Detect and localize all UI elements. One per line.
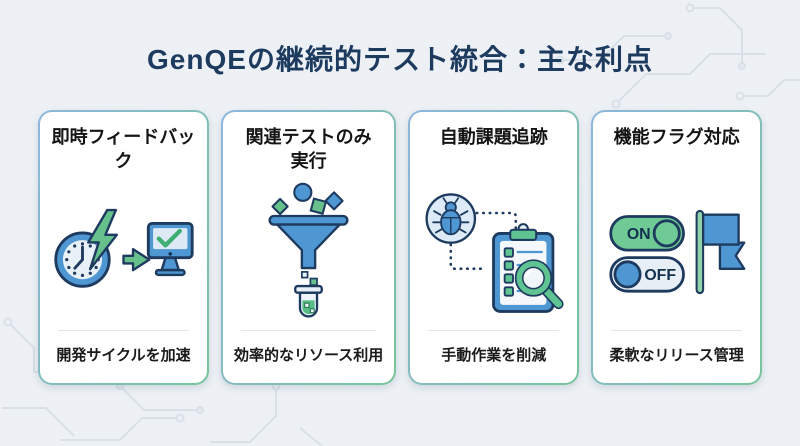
card-title: 機能フラグ対応 bbox=[613, 127, 740, 147]
card-title: 自動課題追跡 bbox=[439, 127, 548, 147]
card-divider bbox=[428, 330, 560, 331]
bug-clipboard-magnifier-icon bbox=[421, 174, 566, 330]
toggle-on-label: ON bbox=[626, 226, 650, 243]
benefit-card-issue-tracking: 自動課題追跡 bbox=[408, 110, 580, 385]
card-benefit: 効率的なリソース利用 bbox=[234, 347, 384, 364]
card-divider bbox=[241, 330, 377, 331]
card-benefit: 柔軟なリリース管理 bbox=[609, 347, 744, 364]
card-title: 関連テストのみ 実行 bbox=[245, 127, 372, 172]
card-divider bbox=[58, 330, 189, 331]
card-benefit: 手動作業を削減 bbox=[441, 347, 547, 364]
toggle-off-label: OFF bbox=[644, 267, 676, 284]
card-benefit: 開発サイクルを加速 bbox=[56, 347, 191, 364]
clock-lightning-monitor-check-icon bbox=[51, 174, 196, 330]
benefit-cards-row: 即時フィードバッ ク bbox=[38, 110, 762, 385]
card-title: 即時フィードバッ ク bbox=[51, 127, 196, 172]
toggle-switches-flag-icon: ON OFF bbox=[604, 174, 749, 330]
funnel-test-tube-icon bbox=[234, 174, 383, 330]
benefit-card-selective-tests: 関連テストのみ 実行 bbox=[221, 110, 397, 385]
card-divider bbox=[611, 330, 742, 331]
benefit-card-instant-feedback: 即時フィードバッ ク bbox=[38, 110, 209, 385]
benefit-card-feature-flags: 機能フラグ対応 ON OFF bbox=[591, 110, 762, 385]
page-title: GenQEの継続的テスト統合：主な利点 bbox=[147, 44, 653, 75]
